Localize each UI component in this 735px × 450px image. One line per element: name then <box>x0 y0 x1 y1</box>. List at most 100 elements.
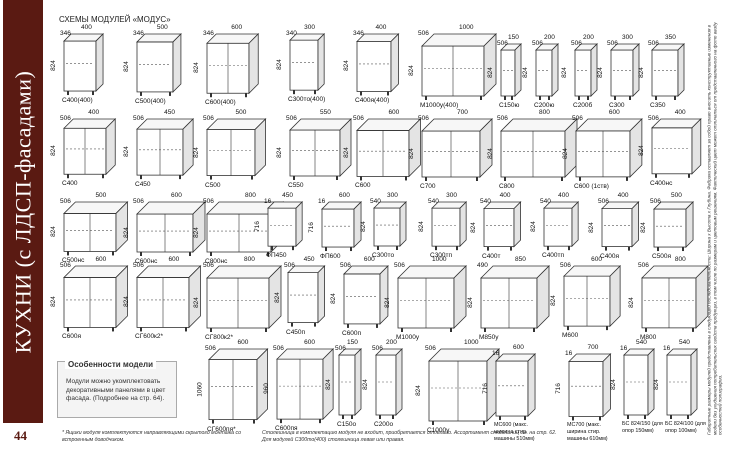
width-label: 500 <box>156 24 168 31</box>
width-label: 200 <box>544 34 555 41</box>
leg <box>67 174 69 179</box>
cabinet-side <box>691 118 702 175</box>
leg <box>336 176 338 180</box>
leg <box>655 173 657 178</box>
depth-label: 346 <box>133 30 144 37</box>
cabinet-side <box>339 118 352 177</box>
width-label: 500 <box>95 192 107 199</box>
width-label: 800 <box>245 192 256 199</box>
note-title: Особенности модели <box>65 360 157 369</box>
leg <box>189 252 191 256</box>
leg <box>92 91 94 96</box>
module-drawing <box>338 348 362 419</box>
cabinet-side <box>268 265 282 329</box>
cabinet-front <box>343 273 381 325</box>
module-drawing <box>287 265 326 327</box>
module-name: С700 <box>420 183 436 190</box>
section-title: КУХНИ (с ЛДСП-фасадами) <box>10 70 35 353</box>
width-label: 400 <box>81 24 92 31</box>
depth-label: 506 <box>607 40 618 47</box>
height-label: 824 <box>192 227 200 238</box>
module-name: С300 <box>609 102 625 109</box>
leg <box>572 416 574 421</box>
leg <box>606 326 608 331</box>
cabinet-front <box>651 49 679 97</box>
module-drawing <box>651 43 685 100</box>
width-label: 700 <box>587 344 599 351</box>
depth-label: 540 <box>480 198 491 205</box>
cabinet-side <box>695 265 709 329</box>
module-drawing <box>651 118 702 178</box>
depth-label: 506 <box>335 345 346 352</box>
height-label: 824 <box>549 295 557 307</box>
module-drawing <box>343 265 389 328</box>
leg <box>265 328 267 332</box>
cabinet-side <box>677 43 685 97</box>
depth-label: 506 <box>425 345 436 352</box>
depth-label: 346 <box>203 30 214 37</box>
module-name: С600 <box>355 182 371 190</box>
module-drawing <box>206 118 267 180</box>
leg <box>67 251 69 256</box>
depth-label: 506 <box>60 198 71 205</box>
height-label: 824 <box>486 148 494 159</box>
height-label: 824 <box>359 221 367 232</box>
module-drawing <box>601 201 640 251</box>
width-label: 600 <box>95 256 107 263</box>
depth-label: 506 <box>353 115 364 122</box>
leg <box>314 322 316 327</box>
cabinet-front <box>431 207 461 247</box>
cabinet-front <box>356 41 392 92</box>
vertical-footnote: Габаритные размеры модулей представлены … <box>706 22 723 435</box>
width-label: 300 <box>304 24 316 31</box>
module-name: БС 824/150 (для опор 150мм) <box>622 421 663 434</box>
cabinet-side <box>353 201 362 249</box>
depth-label: 16 <box>492 350 500 357</box>
depth-label: 506 <box>598 198 609 205</box>
leg <box>450 328 452 332</box>
cabinet-side <box>254 118 266 177</box>
leg <box>212 419 214 424</box>
leg <box>626 176 628 181</box>
cabinet-side <box>690 348 698 416</box>
leg <box>533 328 535 332</box>
module-drawing <box>63 33 105 96</box>
leg <box>655 96 657 100</box>
depth-label: 16 <box>318 198 326 205</box>
cabinet-side <box>408 118 421 178</box>
cabinet-side <box>395 348 403 416</box>
module-name: С600нс <box>135 258 158 265</box>
width-label: 500 <box>235 109 247 116</box>
height-label: 824 <box>529 221 537 233</box>
page-header: СХЕМЫ МОДУЛЕЙ «МОДУС» <box>59 15 171 24</box>
module-name: ФП600 <box>320 253 341 261</box>
depth-label: 16 <box>620 345 628 352</box>
depth-label: 506 <box>638 262 649 269</box>
leg <box>511 96 513 100</box>
cabinet-side <box>527 353 536 418</box>
width-label: 150 <box>347 339 358 346</box>
cabinet-side <box>479 118 493 178</box>
cabinet-side <box>483 33 497 97</box>
width-label: 800 <box>244 256 255 263</box>
module-name: С600п <box>342 329 362 337</box>
module-name: С600 (1ств) <box>574 182 609 190</box>
leg <box>692 327 694 332</box>
module-drawing <box>321 201 363 252</box>
height-label: 824 <box>469 221 477 233</box>
cabinet-front <box>321 208 355 248</box>
height-label: 824 <box>49 145 57 157</box>
